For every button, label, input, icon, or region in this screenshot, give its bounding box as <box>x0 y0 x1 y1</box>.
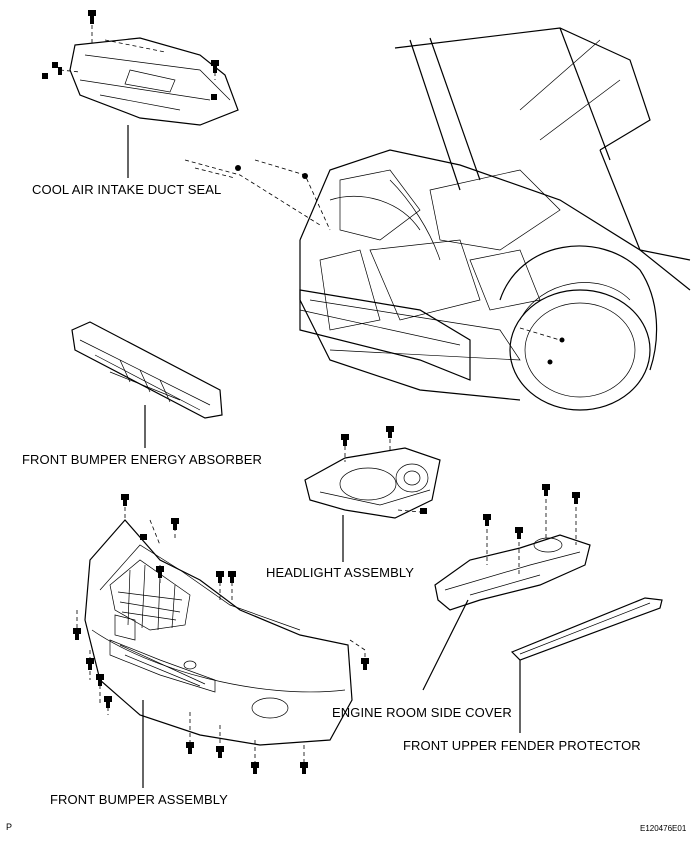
headlight-assembly-part <box>304 426 441 562</box>
front-bumper-assembly-part <box>73 494 369 788</box>
engine-room-side-cover-part <box>422 484 591 691</box>
energy-absorber-part <box>71 321 223 448</box>
label-headlight-assembly: HEADLIGHT ASSEMBLY <box>266 565 414 580</box>
label-cool-air-intake-duct-seal: COOL AIR INTAKE DUCT SEAL <box>32 182 222 197</box>
label-front-upper-fender-protector: FRONT UPPER FENDER PROTECTOR <box>403 738 641 753</box>
figure-code: E120476E01 <box>640 824 687 833</box>
corner-mark: P <box>6 822 13 832</box>
car-front-body <box>299 27 691 411</box>
label-front-bumper-assembly: FRONT BUMPER ASSEMBLY <box>50 792 228 807</box>
label-front-bumper-energy-absorber: FRONT BUMPER ENERGY ABSORBER <box>22 452 262 467</box>
front-upper-fender-protector-part <box>510 597 663 733</box>
cool-air-intake-duct-seal-part <box>42 10 239 178</box>
label-engine-room-side-cover: ENGINE ROOM SIDE COVER <box>332 705 512 720</box>
fender-clip-screws <box>184 159 331 231</box>
